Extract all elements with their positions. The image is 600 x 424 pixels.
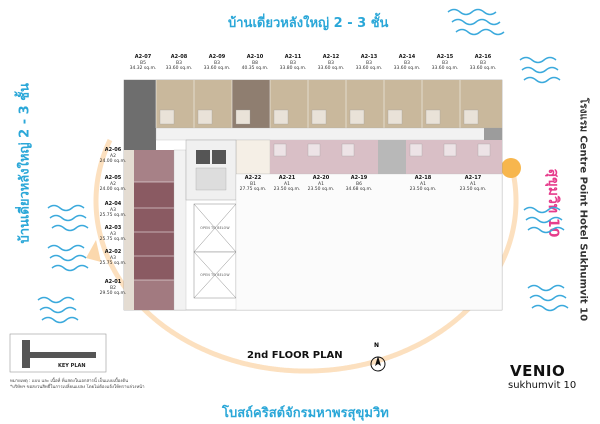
bottom-units-band (235, 139, 502, 175)
open-slab (235, 173, 503, 311)
open-to-below-void (193, 203, 237, 299)
corridor (155, 127, 503, 141)
brand-name: VENIO (510, 362, 566, 380)
plan-title: 2nd FLOOR PLAN (247, 350, 343, 361)
bottom-neighbor-label: โบสถ์คริสต์จักรมหาพรสุขุมวิท (222, 406, 389, 421)
left-units-column (124, 149, 187, 311)
key-plan-label: KEY PLAN (58, 363, 86, 369)
ring-arrow-icon (86, 240, 101, 262)
wave-icon (447, 8, 569, 312)
top-neighbor-label: บ้านเดี่ยวหลังใหญ่ 2 - 3 ชั้น (228, 16, 389, 31)
open-to-below-label: OPEN TO BELOW (200, 226, 230, 230)
disclaimer-note: หมายเหตุ : แบบ และ เนื้อที่ ที่แสดงในเอก… (10, 379, 145, 390)
top-units-band (124, 80, 502, 150)
north-label: N (374, 342, 380, 349)
wave-icon (37, 204, 89, 324)
key-plan-icon (9, 333, 107, 373)
open-to-below-label: OPEN TO BELOW (200, 273, 230, 277)
core (185, 139, 237, 201)
ring-dot (501, 158, 521, 178)
brand-subtitle: sukhumvit 10 (508, 380, 577, 391)
